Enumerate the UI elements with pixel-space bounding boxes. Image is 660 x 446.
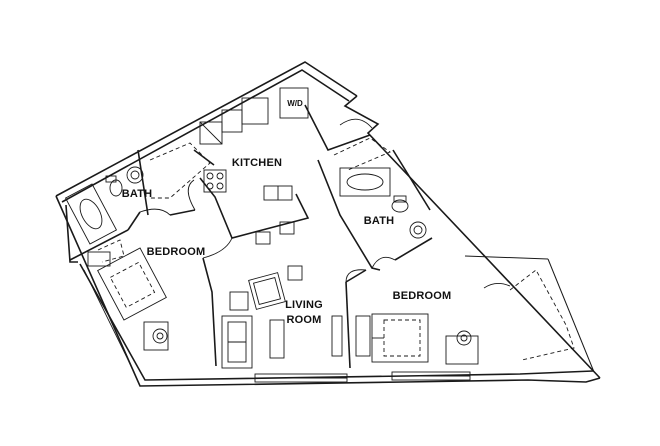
- bedroom-right-label: BEDROOM: [393, 290, 452, 302]
- washer-dryer-label: W/D: [287, 99, 303, 108]
- washer-dryer-icon: [279, 87, 309, 119]
- outer-walls: [55, 61, 601, 387]
- kitchen-label: KITCHEN: [232, 157, 282, 169]
- side-table-icon: [287, 265, 303, 281]
- bar-stool-icon: [255, 231, 271, 245]
- right-bedroom-furniture: [355, 313, 479, 365]
- tv-console-icon: [331, 315, 343, 357]
- nightstand-icon: [87, 251, 111, 267]
- bed-icon: [97, 247, 167, 321]
- living-room-label-line2: ROOM: [286, 314, 321, 326]
- armchair-icon: [248, 272, 286, 310]
- bar-stool-icon: [279, 221, 295, 235]
- living-room-furniture: [221, 265, 343, 369]
- room-labels: KITCHEN BATH BEDROOM BATH LIVING ROOM BE…: [122, 99, 452, 326]
- left-bedroom-furniture: [87, 247, 169, 351]
- refrigerator-icon: [199, 121, 223, 145]
- sink-icon: [409, 221, 427, 239]
- toilet-icon: [105, 175, 123, 197]
- stove-icon: [203, 169, 227, 193]
- bathtub-icon: [339, 167, 391, 197]
- bed-icon: [371, 313, 429, 363]
- bedroom-left-label: BEDROOM: [147, 246, 206, 258]
- living-room-label-line1: LIVING: [285, 299, 323, 311]
- toilet-icon: [391, 195, 409, 213]
- kitchen-fixtures: [199, 87, 309, 245]
- desk-chair-icon: [445, 330, 479, 365]
- coffee-table-icon: [269, 319, 285, 359]
- interior-walls: [69, 104, 433, 369]
- closets: [97, 137, 575, 361]
- desk-chair-icon: [143, 321, 169, 351]
- door-swings: [139, 118, 511, 289]
- sofa-icon: [221, 315, 253, 369]
- kitchen-sink-icon: [263, 185, 293, 201]
- bath-left-label: BATH: [122, 188, 153, 200]
- windows: [83, 269, 471, 383]
- bath-right-label: BATH: [364, 215, 395, 227]
- sink-icon: [126, 166, 144, 184]
- side-table-icon: [229, 291, 249, 311]
- dresser-icon: [355, 315, 371, 357]
- bathtub-icon: [64, 183, 118, 245]
- left-bath-fixtures: [64, 166, 144, 245]
- right-bath-fixtures: [339, 167, 427, 239]
